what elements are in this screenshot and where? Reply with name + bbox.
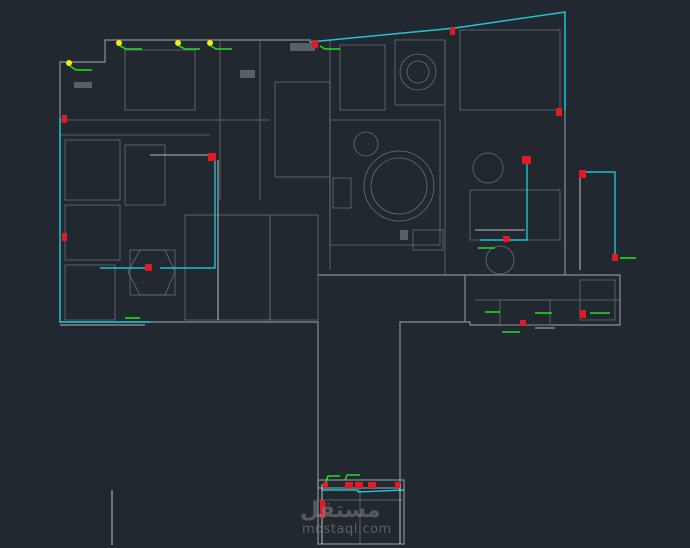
fixture-marker xyxy=(320,500,325,518)
fill-blocks xyxy=(74,43,408,240)
fixture-marker xyxy=(62,115,67,123)
fixture-marker xyxy=(522,156,531,164)
fixture-marker xyxy=(556,108,562,116)
fixture-marker xyxy=(208,153,216,161)
fixture-marker xyxy=(503,236,510,242)
interior-walls xyxy=(60,29,620,544)
fixture-marker xyxy=(520,320,526,326)
fixture-marker xyxy=(450,27,455,35)
dimension-lines xyxy=(60,154,581,545)
fixture-marker xyxy=(580,310,586,318)
fixture-marker xyxy=(323,482,328,488)
fixture-marker xyxy=(579,170,586,178)
floor-drains xyxy=(66,40,213,66)
fixture-marker xyxy=(62,233,67,241)
fixture-marker xyxy=(368,482,376,488)
pipes xyxy=(59,11,616,493)
building-outline xyxy=(59,11,621,545)
watermark-logo: مستقل xyxy=(300,498,381,523)
fixture-marker xyxy=(395,482,400,488)
fixture-marker xyxy=(312,40,318,48)
drain-icon xyxy=(207,40,213,46)
fixture-marker xyxy=(345,482,353,488)
drain-icon xyxy=(116,40,122,46)
annotation-leaders xyxy=(69,45,636,483)
fixtures xyxy=(62,27,618,518)
drain-icon xyxy=(66,60,72,66)
fixture-marker xyxy=(145,264,152,271)
drain-icon xyxy=(175,40,181,46)
fixture-marker xyxy=(612,254,618,261)
fixture-marker xyxy=(355,482,363,488)
watermark-url: mostaql.com xyxy=(302,522,392,537)
